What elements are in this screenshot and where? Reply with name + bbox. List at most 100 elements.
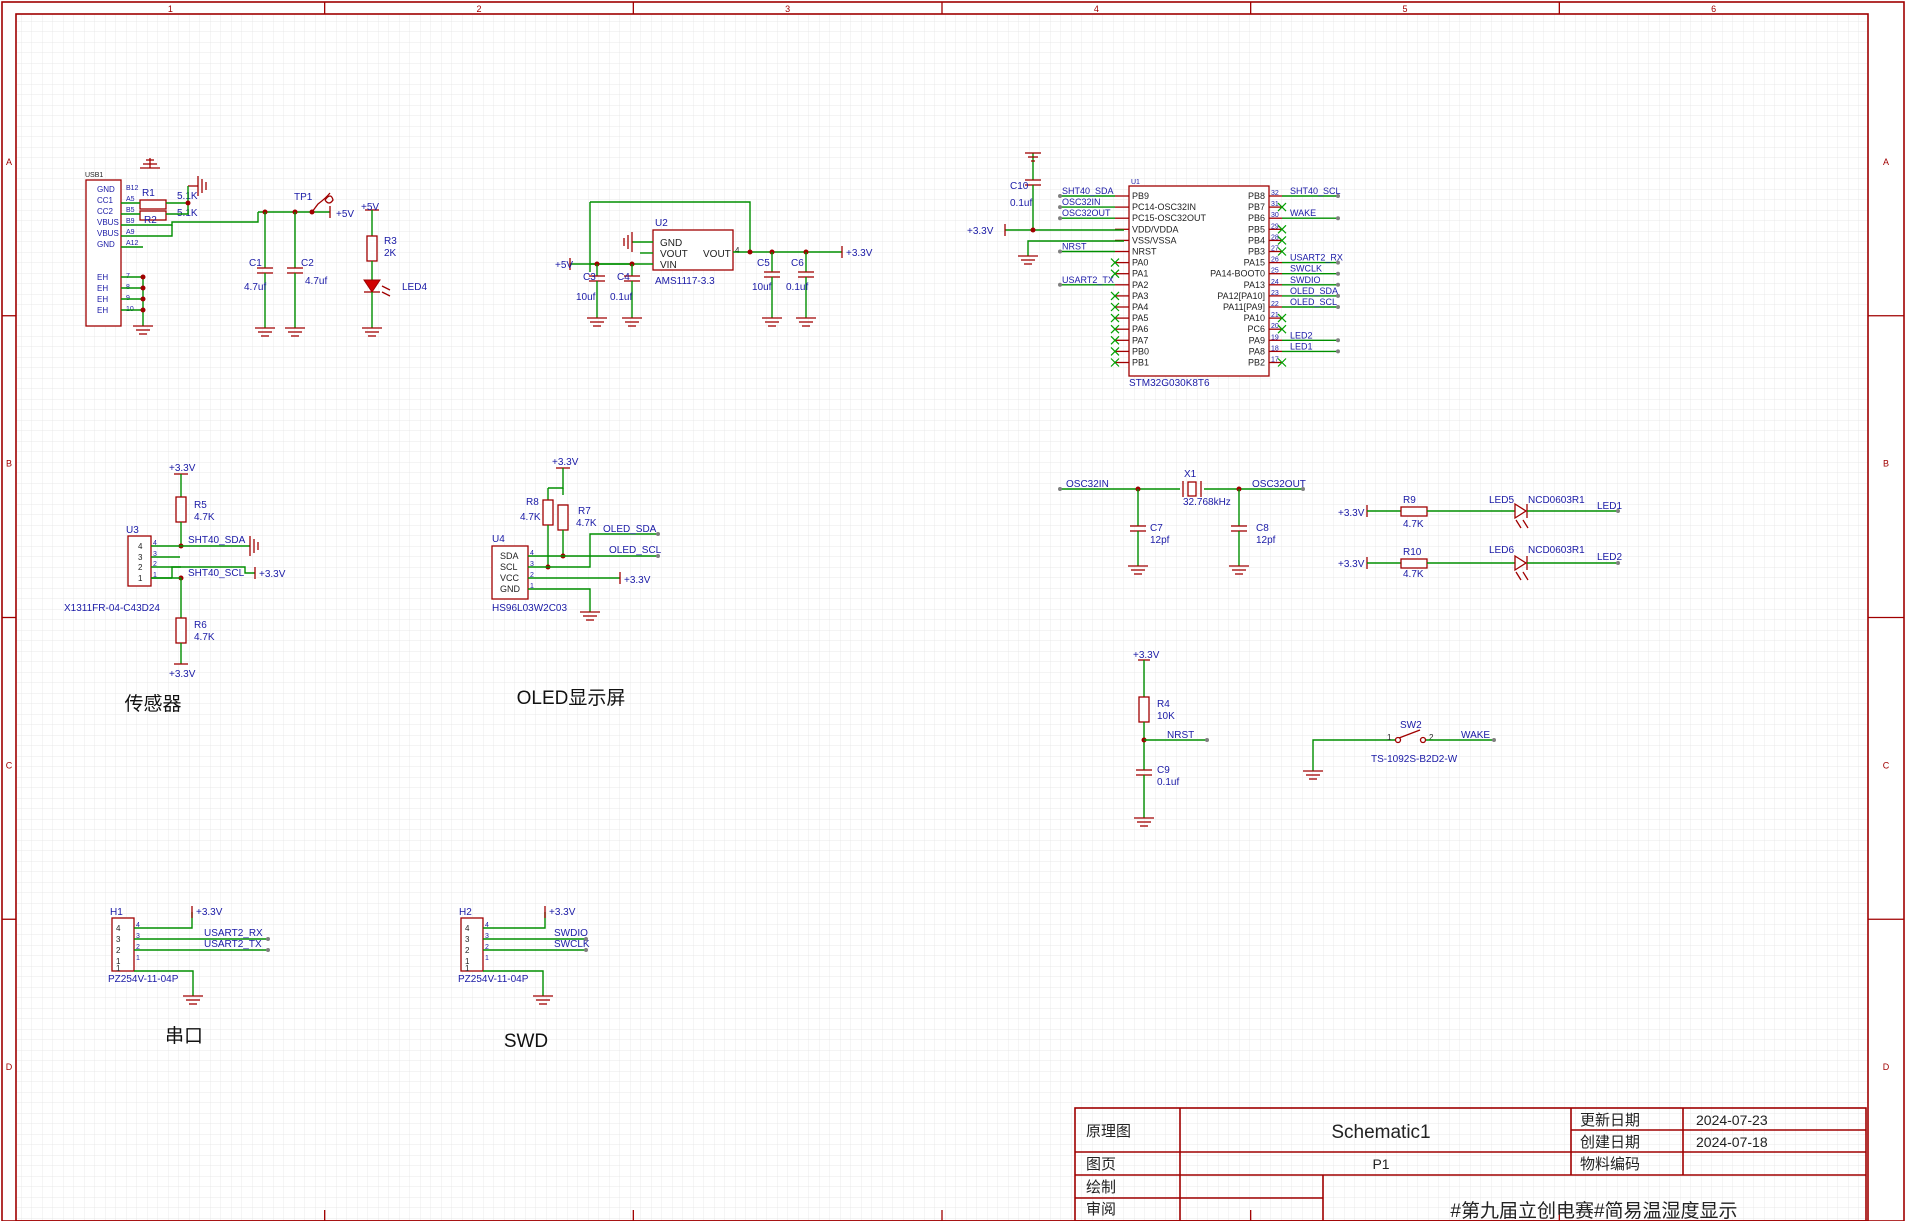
mcu-left-pin: VDD/VDDA: [1132, 224, 1179, 234]
u2-pin-vout: VOUT: [660, 249, 688, 260]
h2-pin-num: 2: [485, 944, 489, 951]
h2-ref: H2: [459, 907, 472, 918]
mcu-left-net: OSC32OUT: [1062, 208, 1111, 218]
r3-net: +5V: [361, 202, 379, 213]
c1-ref: C1: [249, 258, 262, 269]
h2-pin-num: 1: [485, 955, 489, 962]
led5-ref: LED5: [1489, 495, 1514, 506]
ground-symbol: [1229, 565, 1249, 575]
mcu-left-pin: PA0: [1132, 258, 1148, 268]
tb-drawn-label: 绘制: [1086, 1179, 1116, 1196]
border-col-label: 1: [168, 4, 173, 14]
ldo-regulator: U2 GND VOUT VIN VOUT 4 AMS1117-3.3 +5V C…: [555, 201, 873, 327]
mcu-left-pin: NRST: [1132, 247, 1157, 257]
u3-ref: U3: [126, 525, 139, 536]
border-row-label: C: [6, 760, 13, 770]
r10-ref: R10: [1403, 547, 1422, 558]
sensor-caption: 传感器: [124, 693, 181, 715]
oled-net-scl: OLED_SCL: [609, 545, 662, 556]
mcu-right-num: 23: [1271, 290, 1279, 297]
r5-ref: R5: [194, 500, 207, 511]
r10-val: 4.7K: [1403, 569, 1424, 580]
u2-pin4: 4: [735, 246, 740, 255]
led-net-2: LED2: [1597, 552, 1622, 563]
mcu-right-num: 30: [1271, 212, 1279, 219]
h1-pin-num: 2: [136, 944, 140, 951]
c10-val: 0.1uf: [1010, 198, 1032, 209]
mcu-left-pin: PA3: [1132, 291, 1148, 301]
mcu-right-pin: PA10: [1244, 313, 1265, 323]
sensor-pin-num: 3: [153, 551, 157, 558]
h1-pwr: +3.3V: [196, 907, 223, 918]
h2-pin: 1: [465, 964, 470, 973]
mcu-right-net: OLED_SDA: [1290, 286, 1338, 296]
mcu-left-pin: PA2: [1132, 280, 1148, 290]
r3-val: 2K: [384, 248, 397, 259]
usb-pin-name: CC1: [97, 196, 114, 205]
mcu-right-net: LED1: [1290, 341, 1313, 351]
mcu-left-pin: PA6: [1132, 324, 1148, 334]
c2-val: 4.7uf: [305, 276, 327, 287]
ldo-out-net: +3.3V: [846, 248, 873, 259]
mcu-right-num: 32: [1271, 190, 1279, 197]
usb-pin-num: A5: [126, 196, 135, 203]
c7-val: 12pf: [1150, 535, 1170, 546]
usb-pin-name: EH: [97, 295, 108, 304]
oled-pin: GND: [500, 584, 521, 594]
oled-pwr-top: +3.3V: [552, 457, 579, 468]
h1-caption: 串口: [165, 1025, 203, 1047]
h2-pwr: +3.3V: [549, 907, 576, 918]
ground-symbol: [762, 317, 782, 327]
mcu-right-net: WAKE: [1290, 208, 1316, 218]
h2-net-a: SWDIO: [554, 928, 588, 939]
tp1-ref: TP1: [294, 192, 313, 203]
led-pwr-2: +3.3V: [1338, 559, 1365, 570]
h1-pin-num: 3: [136, 933, 140, 940]
tb-project: #第九届立创电赛#简易温湿度显示: [1450, 1200, 1737, 1221]
r7-ref: R7: [578, 506, 591, 517]
u4-part: HS96L03W2C03: [492, 603, 567, 614]
r5-val: 4.7K: [194, 512, 215, 523]
led5-part: NCD0603R1: [1528, 495, 1585, 506]
c7-ref: C7: [1150, 523, 1163, 534]
led6-ref: LED6: [1489, 545, 1514, 556]
mcu-left-pin: PC14-OSC32IN: [1132, 202, 1196, 212]
oled-pin: SDA: [500, 551, 519, 561]
h1-pin: 3: [116, 935, 121, 944]
power-input: TP1 +5V C1 4.7uf C2 4.7uf +5V R3 2K LED4: [244, 192, 427, 337]
title-block: 原理图 Schematic1 更新日期 2024-07-23 创建日期 2024…: [1074, 1107, 1867, 1221]
usb-ref: USB1: [85, 172, 103, 179]
r9-val: 4.7K: [1403, 519, 1424, 530]
usb-pin-name: EH: [97, 273, 108, 282]
usb-pin-num: A12: [126, 240, 139, 247]
u3-part: X1311FR-04-C43D24: [64, 603, 160, 614]
u4-ref: U4: [492, 534, 505, 545]
mcu: U1 STM32G030K8T6 PB9SHT40_SDAPC14-OSC32I…: [967, 152, 1343, 389]
x1-ref: X1: [1184, 469, 1197, 480]
mcu-right-num: 22: [1271, 301, 1279, 308]
mcu-left-pin: PA7: [1132, 335, 1148, 345]
wake-switch: 1 2 SW2 TS-1092S-B2D2-W WAKE: [1303, 720, 1496, 780]
h2-pin: 3: [465, 935, 470, 944]
u1-ref: U1: [1131, 179, 1140, 186]
mcu-left-pin: PC15-OSC32OUT: [1132, 213, 1207, 223]
h2-part: PZ254V-11-04P: [458, 974, 529, 985]
c6-ref: C6: [791, 258, 804, 269]
mcu-right-num: 20: [1271, 323, 1279, 330]
u2-pin-gnd: GND: [660, 238, 682, 249]
oled-pin-num: 2: [530, 572, 534, 579]
ldo-in-net: +5V: [555, 260, 573, 271]
c4-val: 0.1uf: [610, 292, 632, 303]
status-leds: +3.3V R9 4.7K LED5 NCD0603R1 LED1 +3.3V …: [1338, 495, 1622, 581]
ground-symbol: [255, 327, 275, 337]
led6-part: NCD0603R1: [1528, 545, 1585, 556]
h2-pin: 1: [465, 957, 470, 966]
sensor-pin: 3: [138, 553, 143, 562]
usb-pin-num: B9: [126, 218, 135, 225]
mcu-right-pin: PB2: [1248, 358, 1265, 368]
h2-pin: 4: [465, 924, 470, 933]
mcu-left-pin: PB1: [1132, 358, 1149, 368]
c2-ref: C2: [301, 258, 314, 269]
